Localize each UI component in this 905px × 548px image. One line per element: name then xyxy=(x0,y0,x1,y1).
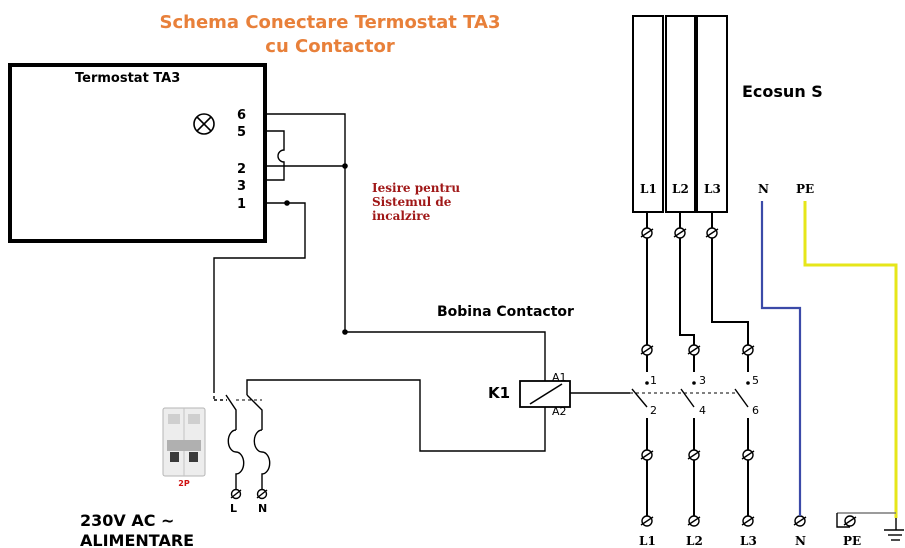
contact-bottom-4: 4 xyxy=(699,404,706,417)
heater-phase-l1: L1 xyxy=(640,182,657,196)
output-note-line3: incalzire xyxy=(372,209,431,223)
terminal-icon xyxy=(687,515,701,527)
terminal-N-icon xyxy=(256,488,268,500)
heater-unit: L1 L2 L3 Ecosun S N PE xyxy=(632,15,823,213)
phase-wiring: 1 3 5 2 4 6 xyxy=(630,212,857,527)
supply-terminal-l3: L3 xyxy=(740,534,757,548)
neutral-wire xyxy=(760,201,802,516)
supply-terminal-l2: L2 xyxy=(686,534,703,548)
lamp-icon xyxy=(193,113,215,135)
terminal-icon xyxy=(640,227,654,239)
heater-phase-l2: L2 xyxy=(672,182,689,196)
terminal-icon xyxy=(687,344,701,356)
contact-bottom-2: 2 xyxy=(650,404,657,417)
supply-label-line2: ALIMENTARE xyxy=(80,531,194,548)
supply-terminal-l1: L1 xyxy=(639,534,656,548)
supply-terminal-pe: PE xyxy=(843,534,861,548)
breaker-badge: 2P xyxy=(178,479,190,488)
contact-top-3: 3 xyxy=(699,374,706,387)
breaker-terminal-l: L xyxy=(230,502,237,515)
breaker-schematic: L N xyxy=(213,390,271,515)
coil-terminal-a2: A2 xyxy=(552,405,567,418)
diagram-title-line2: cu Contactor xyxy=(265,36,395,57)
terminal-icon xyxy=(640,515,654,527)
thermostat-box xyxy=(8,63,267,243)
contact-bottom-6: 6 xyxy=(752,404,759,417)
heater-n-label: N xyxy=(758,182,769,196)
thermostat-label: Termostat TA3 xyxy=(75,71,180,86)
terminal-label-3: 3 xyxy=(237,179,246,194)
thermostat-unit: Termostat TA3 6 5 2 3 1 xyxy=(8,63,267,243)
terminal-label-6: 6 xyxy=(237,108,246,123)
heater-label: Ecosun S xyxy=(742,82,823,101)
contactor-contacts: 1 3 5 2 4 6 xyxy=(630,372,759,418)
contact-top-1: 1 xyxy=(650,374,657,387)
supply-label-line1: 230V AC ~ xyxy=(80,511,174,530)
contactor-coil: K1 A1 A2 xyxy=(246,371,630,452)
terminal-icon xyxy=(640,344,654,356)
terminal-icon xyxy=(673,227,687,239)
ground-icon xyxy=(884,518,904,541)
diagram-title-line1: Schema Conectare Termostat TA3 xyxy=(160,12,501,33)
terminal-label-2: 2 xyxy=(237,162,246,177)
supply-terminal-n: N xyxy=(795,534,806,548)
breaker-terminal-n: N xyxy=(258,502,267,515)
heater-phase-l3: L3 xyxy=(704,182,721,196)
contact-top-5: 5 xyxy=(752,374,759,387)
coil-name: K1 xyxy=(488,384,510,402)
output-note-line2: Sistemul de xyxy=(372,195,452,209)
terminal-icon xyxy=(705,227,719,239)
terminal-symbols xyxy=(640,227,857,527)
terminal-label-1: 1 xyxy=(237,197,246,212)
breaker-icon: 2P xyxy=(162,407,206,488)
coil-terminal-a1: A1 xyxy=(552,371,567,384)
thermostat-wiring xyxy=(213,113,546,390)
terminal-icon xyxy=(640,449,654,461)
output-note-line1: Iesire pentru xyxy=(372,181,460,195)
terminal-label-5: 5 xyxy=(237,125,246,140)
terminal-icon xyxy=(843,515,857,527)
terminal-L-icon xyxy=(230,488,242,500)
earth-wire xyxy=(803,201,898,518)
contactor-label: Bobina Contactor xyxy=(437,304,574,320)
terminal-icon xyxy=(793,515,807,527)
terminal-icon xyxy=(741,344,755,356)
terminal-icon xyxy=(741,515,755,527)
heater-pe-label: PE xyxy=(796,182,814,196)
terminal-icon xyxy=(687,449,701,461)
terminal-icon xyxy=(741,449,755,461)
